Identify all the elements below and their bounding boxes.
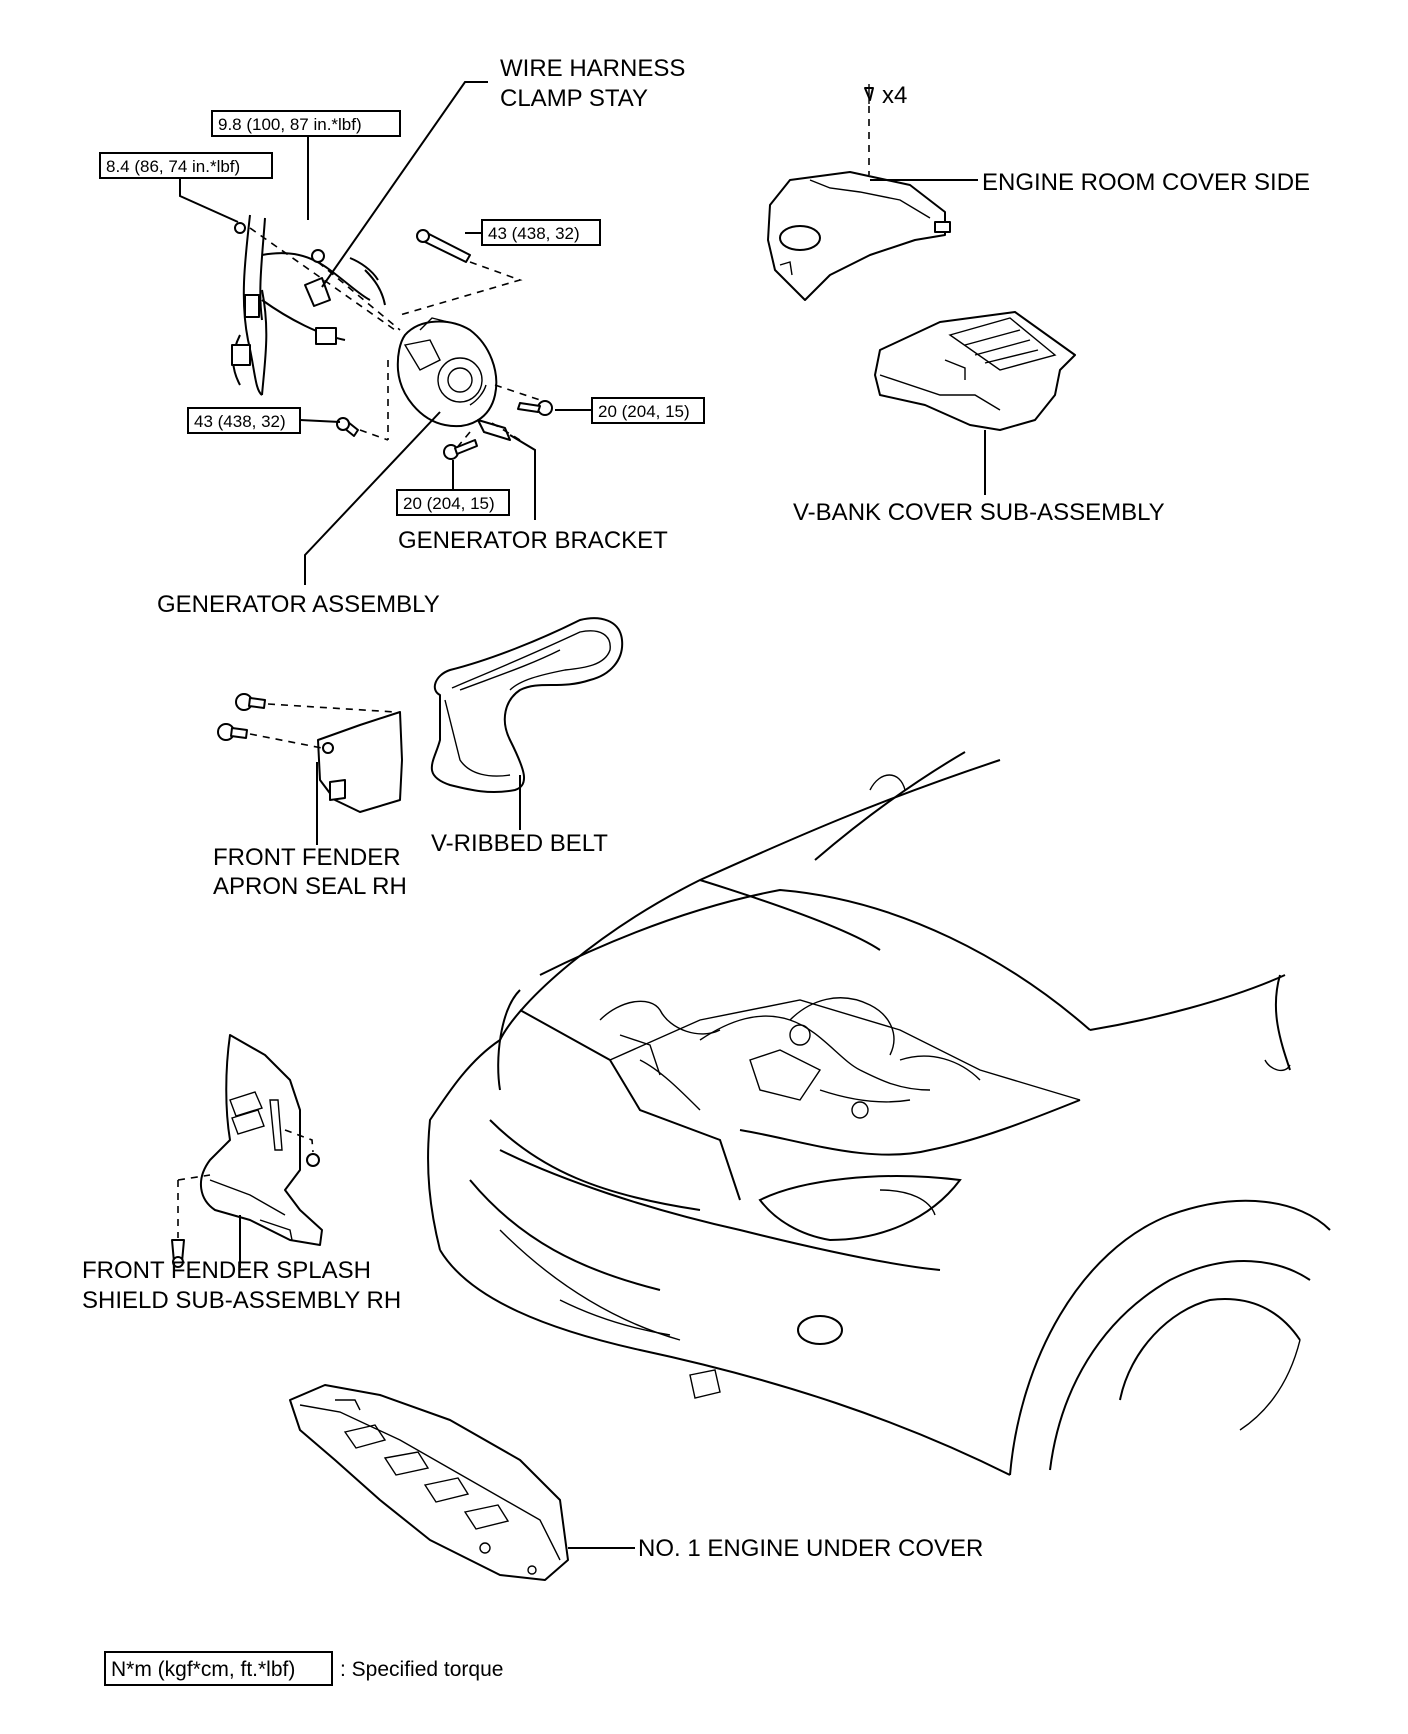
torque-box-20-right (591, 397, 705, 424)
label-generator-bracket: GENERATOR BRACKET (398, 527, 668, 554)
label-engine-room-cover-side: ENGINE ROOM COVER SIDE (982, 169, 1310, 196)
label-engine-under-cover: NO. 1 ENGINE UNDER COVER (638, 1535, 983, 1562)
label-wire-harness-clamp-stay-line2: CLAMP STAY (500, 85, 648, 112)
label-generator-assembly: GENERATOR ASSEMBLY (157, 591, 440, 618)
engine-under-cover-drawing (289, 1384, 569, 1581)
torque-box-43-left (187, 407, 301, 434)
v-bank-cover-drawing (874, 311, 1076, 431)
torque-text-43-top: 43 (438, 32) (488, 224, 580, 243)
part-labels: WIRE HARNESS CLAMP STAY x4 ENGINE ROOM C… (82, 55, 1310, 1562)
generator-assembly-drawing (231, 214, 553, 460)
label-front-fender-splash-shield-line1: FRONT FENDER SPLASH (82, 1257, 371, 1284)
label-v-bank-cover: V-BANK COVER SUB-ASSEMBLY (793, 499, 1165, 526)
torque-box-20-bottom (396, 489, 510, 516)
front-fender-splash-shield-drawing (171, 1034, 323, 1268)
front-fender-apron-seal-drawing (217, 693, 403, 813)
legend-description: : Specified torque (340, 1658, 503, 1681)
leader-lines (179, 81, 986, 1549)
torque-box-9-8 (211, 110, 401, 137)
torque-text-8-4: 8.4 (86, 74 in.*lbf) (106, 157, 240, 176)
label-wire-harness-clamp-stay-line1: WIRE HARNESS (500, 55, 685, 82)
label-front-fender-apron-seal-line2: APRON SEAL RH (213, 873, 407, 900)
label-front-fender-apron-seal-line1: FRONT FENDER (213, 844, 401, 871)
legend-unit-text: N*m (kgf*cm, ft.*lbf) (111, 1658, 295, 1681)
v-ribbed-belt-drawing (430, 617, 624, 794)
vehicle-front-drawing (427, 751, 1331, 1476)
torque-text-43-left: 43 (438, 32) (194, 412, 286, 431)
legend-unit-box (104, 1651, 333, 1686)
label-front-fender-splash-shield-line2: SHIELD SUB-ASSEMBLY RH (82, 1287, 401, 1314)
torque-text-9-8: 9.8 (100, 87 in.*lbf) (218, 115, 362, 134)
torque-text-20-right: 20 (204, 15) (598, 402, 690, 421)
engine-room-cover-side-drawing (767, 84, 951, 301)
torque-box-43-top (481, 219, 601, 246)
label-clip-count: x4 (882, 82, 907, 109)
torque-box-8-4 (99, 152, 273, 179)
torque-legend: N*m (kgf*cm, ft.*lbf) : Specified torque (104, 1651, 503, 1686)
torque-text-20-bottom: 20 (204, 15) (403, 494, 495, 513)
label-v-ribbed-belt: V-RIBBED BELT (431, 830, 608, 857)
torque-spec-boxes: 9.8 (100, 87 in.*lbf) 8.4 (86, 74 in.*lb… (99, 110, 705, 516)
